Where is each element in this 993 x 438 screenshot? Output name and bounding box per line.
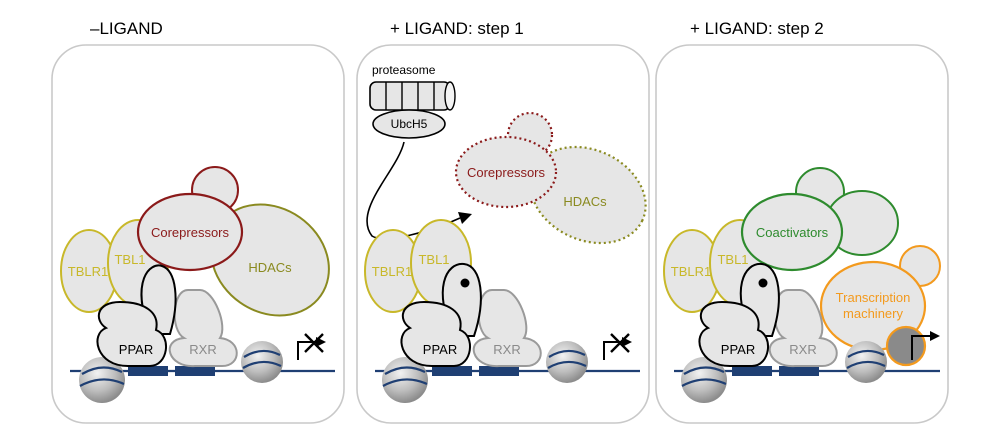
transcription-label-line2: machinery <box>843 306 903 321</box>
transcription-label-line1: Transcription <box>836 290 911 305</box>
ligand-dot-3 <box>758 278 768 288</box>
panel-ligand-step1: + LIGAND: step 1 proteasome UbcH5 HDACs … <box>356 19 650 424</box>
tblr1-label-1: TBLR1 <box>68 264 108 279</box>
rxr-label-3: RXR <box>789 342 816 357</box>
corepressors-complex-1 <box>136 192 244 272</box>
ubch5-label: UbcH5 <box>391 117 428 131</box>
ppar-label-1: PPAR <box>119 342 153 357</box>
corepressors-label-1: Corepressors <box>151 225 230 240</box>
proteasome-label: proteasome <box>372 63 436 77</box>
coactivators-label-3: Coactivators <box>756 225 829 240</box>
hdacs-label-1: HDACs <box>248 260 292 275</box>
panel-no-ligand: –LIGAND HDACs TBLR1 TBL1 <box>51 19 345 424</box>
nucleosome-3a <box>681 357 727 403</box>
response-element-1b <box>175 366 215 376</box>
ppar-label-3: PPAR <box>721 342 755 357</box>
ubch5-enzyme <box>372 109 446 139</box>
rxr-label-1: RXR <box>189 342 216 357</box>
tbl1-label-3: TBL1 <box>717 252 748 267</box>
degradation-arrowhead <box>458 212 472 224</box>
response-element-3a <box>732 366 772 376</box>
tblr1-label-3: TBLR1 <box>671 264 711 279</box>
nucleosome-1a <box>79 357 125 403</box>
tblr1-label-2: TBLR1 <box>372 264 412 279</box>
panel-title-step2: + LIGAND: step 2 <box>690 19 824 38</box>
ppar-receptor-1 <box>96 300 168 367</box>
corepressors-complex-2 <box>454 135 558 209</box>
response-element-1a <box>128 366 168 376</box>
transcription-blocked-arrow-1 <box>297 333 326 360</box>
tbl1-label-1: TBL1 <box>114 252 145 267</box>
ppar-receptor-2 <box>400 300 472 367</box>
ppar-receptor-3 <box>698 300 770 367</box>
response-element-3b <box>779 366 819 376</box>
transcription-active-arrow-3 <box>911 331 940 360</box>
ppar-label-2: PPAR <box>423 342 457 357</box>
rxr-label-2: RXR <box>493 342 520 357</box>
rxr-receptor-1 <box>168 289 238 368</box>
coactivators-complex-3 <box>740 192 844 272</box>
panel-title-no-ligand: –LIGAND <box>90 19 163 38</box>
panel-title-step1: + LIGAND: step 1 <box>390 19 524 38</box>
nucleosome-2a <box>382 357 428 403</box>
rxr-receptor-3 <box>768 289 838 368</box>
nucleosome-2b <box>546 341 588 383</box>
tbl1-label-2: TBL1 <box>418 252 449 267</box>
ligand-dot-2 <box>460 278 470 288</box>
rxr-receptor-2 <box>472 289 542 368</box>
proteasome-cylinder <box>369 81 456 111</box>
nucleosome-1b <box>241 341 283 383</box>
response-element-2a <box>432 366 472 376</box>
corepressors-label-2: Corepressors <box>467 165 546 180</box>
nucleosome-3b <box>845 341 887 383</box>
hdacs-label-2: HDACs <box>563 194 607 209</box>
panel-ligand-step2: + LIGAND: step 2 TBLR1 TBL1 Coactivators… <box>655 19 949 424</box>
polymerase-3 <box>885 325 927 367</box>
transcription-blocked-arrow-2 <box>603 333 632 360</box>
response-element-2b <box>479 366 519 376</box>
